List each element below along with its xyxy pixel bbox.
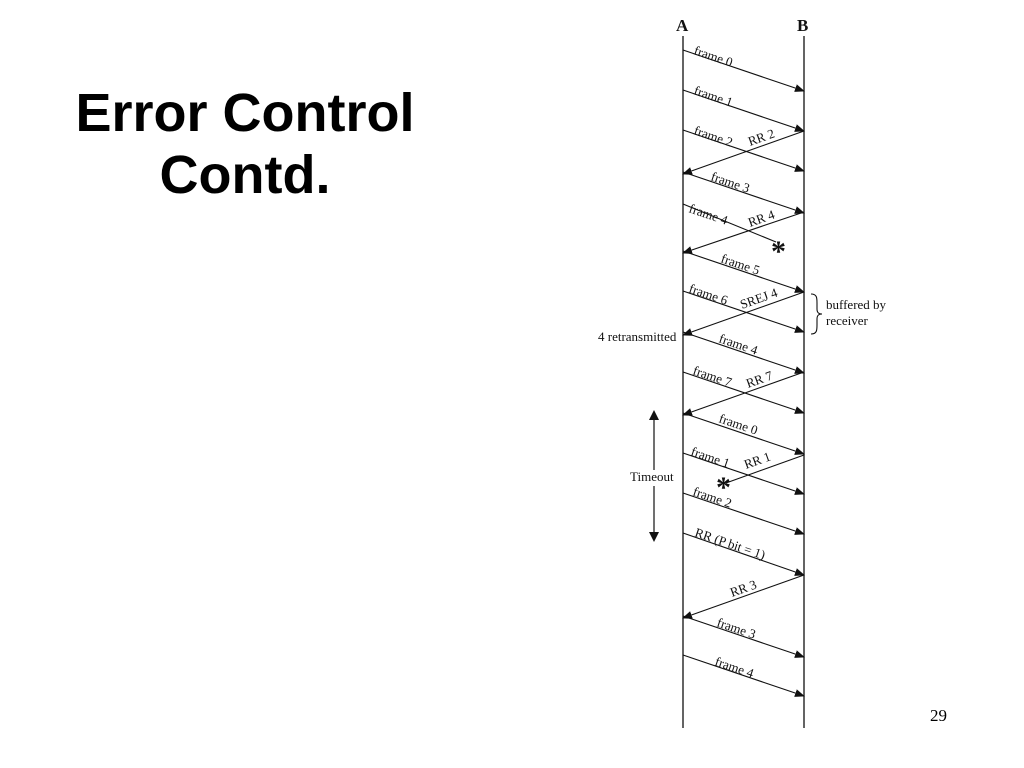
arrow-rr-3 — [682, 574, 805, 619]
arrow-frame-4-lost — [682, 203, 777, 243]
arrow-rr-7 — [682, 371, 805, 416]
arrow-frame-1 — [682, 89, 805, 132]
message-label: frame 4 — [717, 331, 760, 358]
message-labels: frame 0 frame 1 frame 2 RR 2 frame 3 fra… — [687, 43, 780, 681]
arrow-frame-0 — [682, 49, 805, 92]
buffered-note-line-1: buffered by — [826, 297, 887, 312]
title-line-2: Contd. — [159, 145, 331, 205]
message-label: RR 2 — [746, 126, 777, 149]
buffer-brace — [810, 293, 823, 335]
page-number: 29 — [930, 706, 947, 725]
ack-lost-marker: * — [716, 471, 731, 504]
message-label: frame 2 — [692, 123, 735, 150]
title-line-1: Error Control — [75, 83, 415, 143]
message-label: frame 5 — [719, 251, 762, 278]
arrow-frame-0-second — [682, 412, 805, 455]
message-label: frame 6 — [687, 281, 730, 308]
arrow-frame-2-second — [682, 492, 805, 535]
arrow-srej-4 — [682, 291, 805, 336]
arrow-frame-6 — [682, 290, 805, 333]
message-label: frame 4 — [687, 201, 730, 228]
frame-lost-marker: * — [771, 235, 786, 268]
arrow-rr-4 — [682, 211, 805, 254]
message-label: frame 3 — [709, 169, 752, 196]
arrow-frame-4-second — [682, 654, 805, 697]
arrow-frame-3 — [682, 171, 805, 214]
arrow-frame-4-retransmit — [682, 331, 805, 374]
message-label: frame 4 — [713, 654, 756, 681]
station-b-label: B — [797, 16, 808, 35]
slide-title: Error Control Contd. — [30, 82, 460, 206]
message-label: frame 0 — [692, 43, 735, 70]
message-arrows — [682, 49, 805, 697]
message-label: frame 0 — [717, 411, 760, 438]
arrow-frame-3-second — [682, 615, 805, 658]
buffered-note-line-2: receiver — [826, 313, 869, 328]
message-label: RR (P bit = 1) — [693, 525, 767, 563]
message-label: frame 1 — [692, 83, 735, 110]
message-label: frame 3 — [715, 615, 758, 642]
arrow-frame-7 — [682, 371, 805, 414]
arrow-frame-5 — [682, 250, 805, 293]
arrow-rr-p-bit — [682, 532, 805, 576]
arrow-frame-2 — [682, 129, 805, 172]
arrow-rr-2 — [682, 130, 805, 175]
arrow-rr-1-lost — [725, 454, 805, 484]
message-label: frame 7 — [691, 363, 734, 390]
message-label: frame 1 — [689, 444, 732, 471]
arrow-frame-1-second — [682, 452, 805, 495]
timeout-label: Timeout — [630, 469, 674, 484]
station-a-label: A — [676, 16, 689, 35]
retransmitted-note: 4 retransmitted — [598, 329, 677, 344]
